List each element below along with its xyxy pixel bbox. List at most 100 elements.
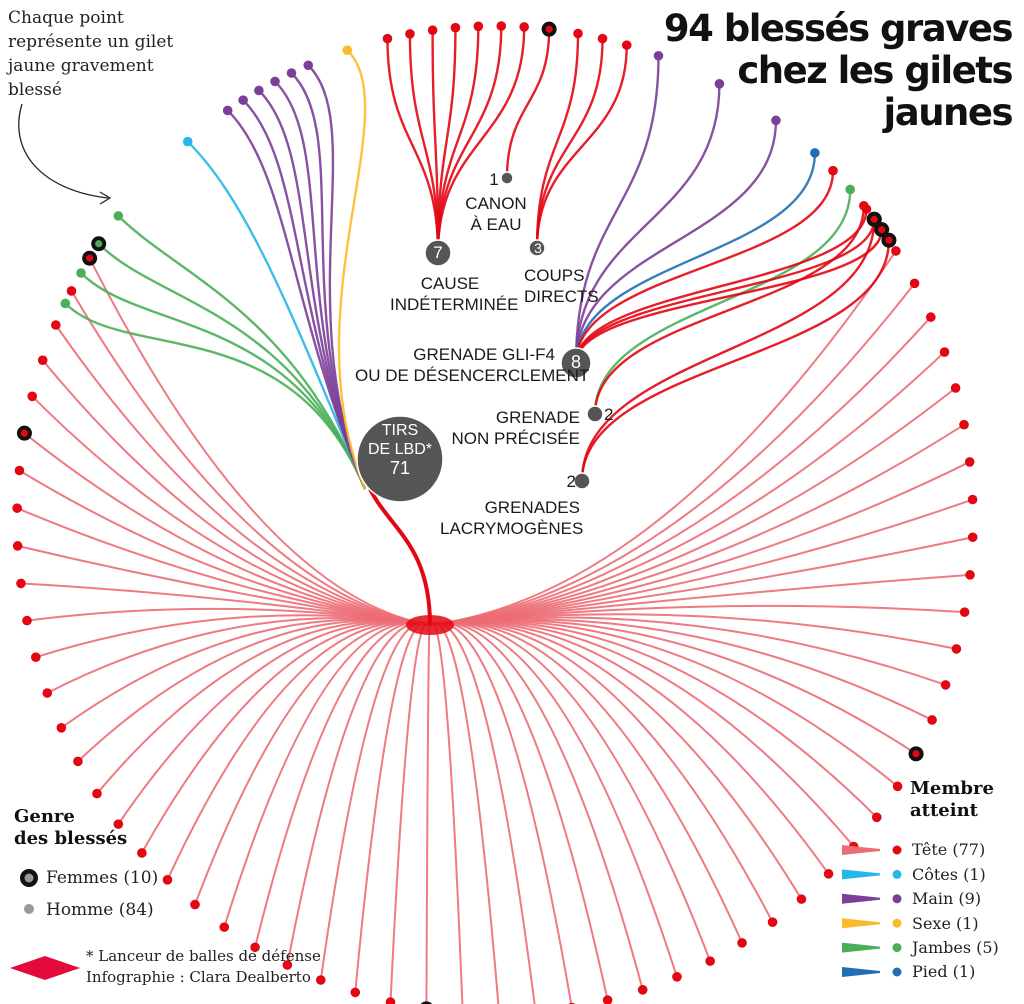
legend-dot-pied bbox=[892, 967, 902, 977]
leaf-dot-tete bbox=[42, 688, 53, 698]
legend-sexe: Sexe (1) bbox=[912, 914, 979, 933]
leaf-dot-tete bbox=[959, 607, 970, 617]
lacry-label: GRENADES LACRYMOGÈNES bbox=[440, 497, 584, 539]
legend-genre-title-2: des blessés bbox=[14, 828, 128, 849]
link-lbd-tete bbox=[429, 316, 932, 626]
hub-lacry bbox=[573, 472, 591, 490]
link-gli-tete bbox=[574, 209, 868, 364]
leaf-dot-tete bbox=[473, 21, 484, 32]
link-lbd-tete bbox=[88, 257, 431, 626]
link-lbd-jambes bbox=[64, 302, 367, 490]
lbd-fan-center bbox=[406, 615, 454, 635]
link-lbd-tete bbox=[429, 622, 536, 1004]
credit: Infographie : Clara Dealberto bbox=[86, 968, 311, 986]
chart-links bbox=[16, 26, 973, 1004]
leaf-dot-tete bbox=[190, 899, 200, 910]
hub-gli bbox=[560, 347, 592, 379]
link-lbd-sexe bbox=[337, 49, 367, 490]
footer-diamond bbox=[10, 956, 80, 980]
leaf-dot-main bbox=[270, 76, 280, 87]
legend-dot-cotes bbox=[892, 869, 902, 879]
link-lbd-jambes bbox=[97, 242, 367, 490]
leaf-dot-tete bbox=[967, 532, 978, 543]
legend-femme-dot bbox=[24, 873, 34, 883]
legend-tete: Tête (77) bbox=[912, 840, 986, 859]
grenade-label: GRENADE NON PRÉCISÉE bbox=[448, 407, 580, 449]
leaf-dot-tete bbox=[912, 750, 920, 758]
link-grenade-tete bbox=[593, 205, 866, 415]
leaf-dot-tete bbox=[926, 312, 936, 322]
leaf-dot-tete bbox=[282, 960, 293, 970]
legend-swatch-jambes bbox=[842, 942, 880, 953]
leaf-dot-tete bbox=[767, 917, 778, 927]
intro-arrow bbox=[18, 103, 109, 199]
lacry-line1: GRENADES bbox=[484, 498, 580, 517]
lbd-line2: DE LBD* bbox=[367, 441, 433, 458]
leaf-dot-tete bbox=[940, 680, 951, 690]
leaf-dot-main bbox=[303, 60, 314, 71]
leaf-dot-tete bbox=[86, 254, 94, 262]
leaf-dot-tete bbox=[405, 29, 415, 39]
leaf-dot-tete bbox=[885, 236, 893, 244]
leaf-dot-tete bbox=[870, 215, 878, 223]
link-lbd-tete bbox=[223, 621, 431, 928]
legend-membre-title-2: atteint bbox=[910, 800, 978, 821]
link-indet-tete bbox=[386, 38, 440, 254]
legend-dot-jambes bbox=[892, 943, 902, 953]
gli-line1: GRENADE GLI-F4 bbox=[413, 345, 555, 364]
leaf-dot-tete bbox=[964, 457, 975, 467]
link-lbd-tete bbox=[429, 282, 916, 626]
link-lbd-tete bbox=[425, 622, 431, 1004]
leaf-dot-main bbox=[222, 105, 233, 116]
link-lbd-tete bbox=[31, 395, 431, 626]
leaf-dot-tete bbox=[162, 875, 173, 885]
leaf-dot-tete bbox=[137, 848, 147, 858]
legend-swatch-tete bbox=[842, 845, 880, 855]
lacry-line2: LACRYMOGÈNES bbox=[440, 519, 584, 538]
legend-genre-title-1: Genre bbox=[14, 806, 75, 827]
leaf-dot-tete bbox=[909, 278, 920, 289]
leaf-dot-main bbox=[771, 115, 781, 126]
link-lbd-tete bbox=[429, 620, 855, 848]
leaf-dot-main bbox=[254, 85, 264, 96]
hub-indet bbox=[424, 239, 452, 267]
legend-genre-title: Genre des blessés bbox=[14, 806, 127, 850]
leaf-dot-tete bbox=[427, 25, 438, 36]
link-indet-tete bbox=[436, 26, 526, 254]
link-gli-main bbox=[574, 83, 721, 364]
intro-arrowhead bbox=[99, 191, 112, 205]
title-line: chez les gilets bbox=[737, 49, 1013, 92]
leaf-dot-tete bbox=[823, 869, 834, 879]
legend-membre-title-1: Membre bbox=[910, 778, 994, 799]
link-lbd-tete bbox=[429, 622, 609, 1001]
grenade-count: 2 bbox=[604, 405, 614, 424]
leaf-dot-tete bbox=[51, 320, 61, 330]
leaf-dot-cotes bbox=[182, 136, 193, 147]
leaf-dot-jambes bbox=[845, 184, 856, 195]
leaf-dot-tete bbox=[250, 942, 260, 953]
link-lbd-tete bbox=[54, 324, 431, 626]
link-lbd-tete bbox=[429, 461, 971, 626]
leaf-dot-tete bbox=[927, 715, 937, 725]
coups-count: 3 bbox=[534, 240, 542, 256]
link-canon-tete bbox=[505, 29, 551, 179]
femme-ring bbox=[420, 1001, 433, 1004]
link-gli-main bbox=[574, 120, 778, 364]
canon-line1: CANON bbox=[465, 194, 527, 213]
leaf-dot-tete bbox=[450, 22, 461, 33]
leaf-dot-tete bbox=[315, 975, 326, 985]
legend-pied: Pied (1) bbox=[912, 962, 976, 981]
link-lbd-main bbox=[258, 89, 367, 490]
link-lbd-tete bbox=[429, 621, 712, 962]
indet-line1: CAUSE bbox=[420, 274, 480, 293]
leaf-dot-tete bbox=[878, 226, 886, 234]
coups-line1: COUPS bbox=[524, 266, 585, 285]
link-lbd-cotes bbox=[186, 140, 367, 490]
hub-grenade bbox=[586, 405, 604, 423]
chart-leaves bbox=[12, 21, 978, 1004]
link-lbd-tete bbox=[429, 621, 644, 991]
legend-hommes: Homme (84) bbox=[46, 900, 154, 920]
leaf-dot-tete bbox=[871, 812, 882, 823]
leaf-dot-tete bbox=[31, 652, 41, 663]
link-lbd-tete bbox=[429, 619, 917, 755]
